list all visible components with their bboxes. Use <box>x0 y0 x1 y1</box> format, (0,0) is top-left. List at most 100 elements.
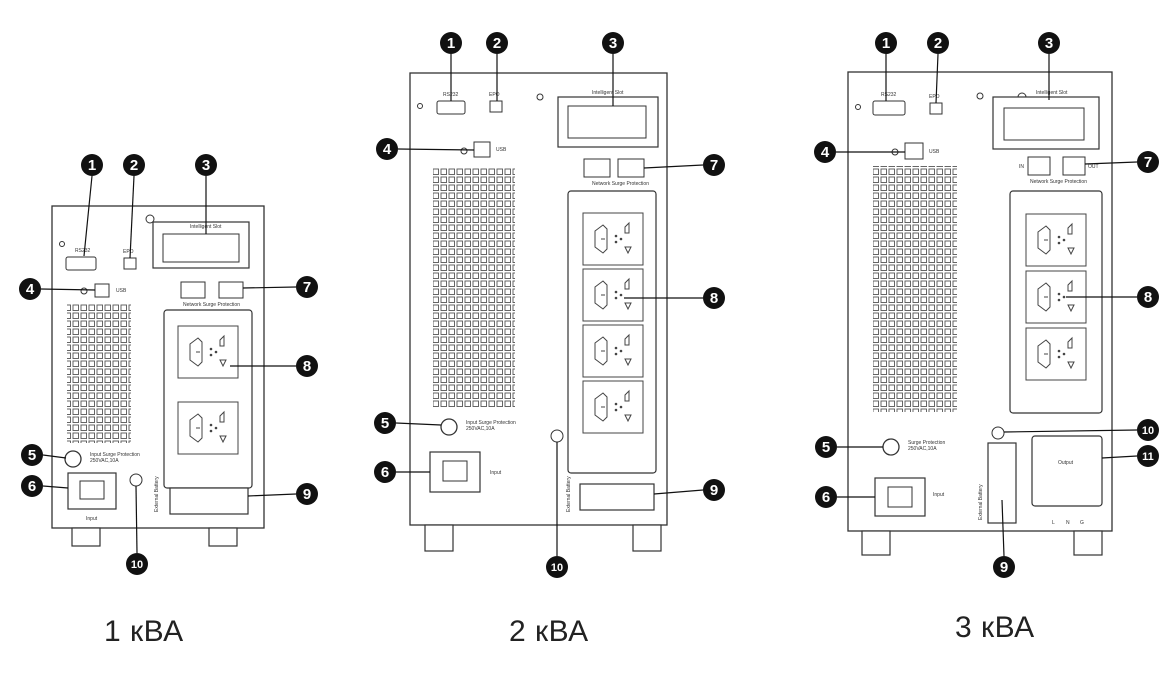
caption-1kva: 1 кВА <box>104 615 184 648</box>
caption-3kva: 3 кВА <box>955 611 1035 644</box>
epo-port <box>929 102 943 115</box>
callout-7 <box>296 276 318 298</box>
callout-3-label: 3 <box>609 35 617 52</box>
callout-3-label: 3 <box>202 157 210 174</box>
foot-right <box>208 527 238 547</box>
callout-7-label: 7 <box>1144 154 1152 171</box>
input-label: Input <box>933 492 945 498</box>
callout-4 <box>814 141 836 163</box>
callout-9 <box>703 479 725 501</box>
epo-port <box>489 100 503 113</box>
rs232-label: RS232 <box>75 248 91 254</box>
ground-screw <box>991 426 1005 440</box>
callout-6-label: 6 <box>822 489 830 506</box>
screw <box>417 103 423 109</box>
usb-port <box>904 142 924 160</box>
epo-label: EPO <box>489 92 500 98</box>
ups-2kva-rear-panel: RS232 EPO Intelligent Slot USB Network S… <box>409 72 668 552</box>
callout-5-label: 5 <box>381 415 389 432</box>
callout-6 <box>815 486 837 508</box>
network-surge-label: Network Surge Protection <box>1030 179 1087 185</box>
callout-5 <box>815 436 837 458</box>
foot-left <box>861 530 891 556</box>
callout-9-label: 9 <box>1000 559 1008 576</box>
usb-label: USB <box>929 149 940 155</box>
callout-4 <box>19 278 41 300</box>
callout-9 <box>296 483 318 505</box>
callout-4-label: 4 <box>821 144 830 161</box>
callout-3 <box>1038 32 1060 54</box>
callout-5-label: 5 <box>28 447 36 464</box>
screw <box>59 241 65 247</box>
callout-8-label: 8 <box>1144 289 1152 306</box>
callout-8-label: 8 <box>710 290 718 307</box>
foot-right <box>632 524 662 552</box>
external-battery-port <box>579 483 655 511</box>
surge-rating-label: 250VAC,10A <box>908 446 937 452</box>
callout-1 <box>440 32 462 54</box>
rs232-port <box>436 100 466 115</box>
vent-grille <box>433 167 515 407</box>
callout-5 <box>374 412 396 434</box>
external-battery-label: External Battery <box>978 484 984 520</box>
callout-2 <box>486 32 508 54</box>
callout-5 <box>21 444 43 466</box>
terminal-n-label: N <box>1066 520 1070 526</box>
rs232-port <box>872 100 906 116</box>
callout-1 <box>875 32 897 54</box>
callout-1 <box>81 154 103 176</box>
caption-2kva: 2 кВА <box>509 615 589 648</box>
input-surge-label: Surge Protection <box>908 440 945 446</box>
callout-7 <box>703 154 725 176</box>
network-out-port <box>218 281 244 299</box>
callout-8 <box>296 355 318 377</box>
intelligent-slot-label: Intelligent Slot <box>1036 90 1068 96</box>
callout-5-label: 5 <box>822 439 830 456</box>
callout-11 <box>1137 445 1159 467</box>
external-battery-label: External Battery <box>154 476 160 512</box>
callouts: 1 2 3 4 7 8 5 6 9 10 1 2 3 4 7 8 5 6 <box>19 32 1159 578</box>
surge-rating-label: 250VAC,10A <box>90 458 119 464</box>
rs232-label: RS232 <box>881 92 897 98</box>
callout-6 <box>21 475 43 497</box>
ups-3kva-rear-panel: RS232 EPO Intelligent Slot USB IN OUT Ne… <box>847 71 1113 556</box>
output-label: Output <box>1058 460 1074 466</box>
screw <box>145 214 155 224</box>
callout-2-label: 2 <box>493 35 501 52</box>
callout-10 <box>546 556 568 578</box>
network-out-port <box>617 158 645 178</box>
surge-rating-label: 250VAC,10A <box>466 426 495 432</box>
callout-3 <box>602 32 624 54</box>
callout-1-label: 1 <box>88 157 96 174</box>
callout-3-label: 3 <box>1045 35 1053 52</box>
usb-label: USB <box>116 288 127 294</box>
network-surge-label: Network Surge Protection <box>183 302 240 308</box>
callout-1-label: 1 <box>882 35 890 52</box>
callout-7-label: 7 <box>710 157 718 174</box>
callout-10-label: 10 <box>1142 425 1154 437</box>
callout-6-label: 6 <box>28 478 36 495</box>
epo-label: EPO <box>929 94 940 100</box>
callout-9-label: 9 <box>710 482 718 499</box>
external-battery-label: External Battery <box>566 476 572 512</box>
input-label: Input <box>86 516 98 522</box>
input-surge-button <box>440 418 458 436</box>
callout-10-label: 10 <box>551 562 563 574</box>
callout-2-label: 2 <box>934 35 942 52</box>
rs232-port <box>65 256 97 271</box>
callout-1-label: 1 <box>447 35 455 52</box>
callout-6 <box>374 461 396 483</box>
callout-2 <box>927 32 949 54</box>
input-surge-button <box>882 438 900 456</box>
network-out-label: OUT <box>1088 164 1099 170</box>
network-in-port <box>180 281 206 299</box>
epo-label: EPO <box>123 249 134 255</box>
callout-4 <box>376 138 398 160</box>
callout-9 <box>993 556 1015 578</box>
network-in-port <box>583 158 611 178</box>
callout-10-label: 10 <box>131 559 143 571</box>
epo-port <box>123 257 137 270</box>
callout-10 <box>1137 419 1159 441</box>
